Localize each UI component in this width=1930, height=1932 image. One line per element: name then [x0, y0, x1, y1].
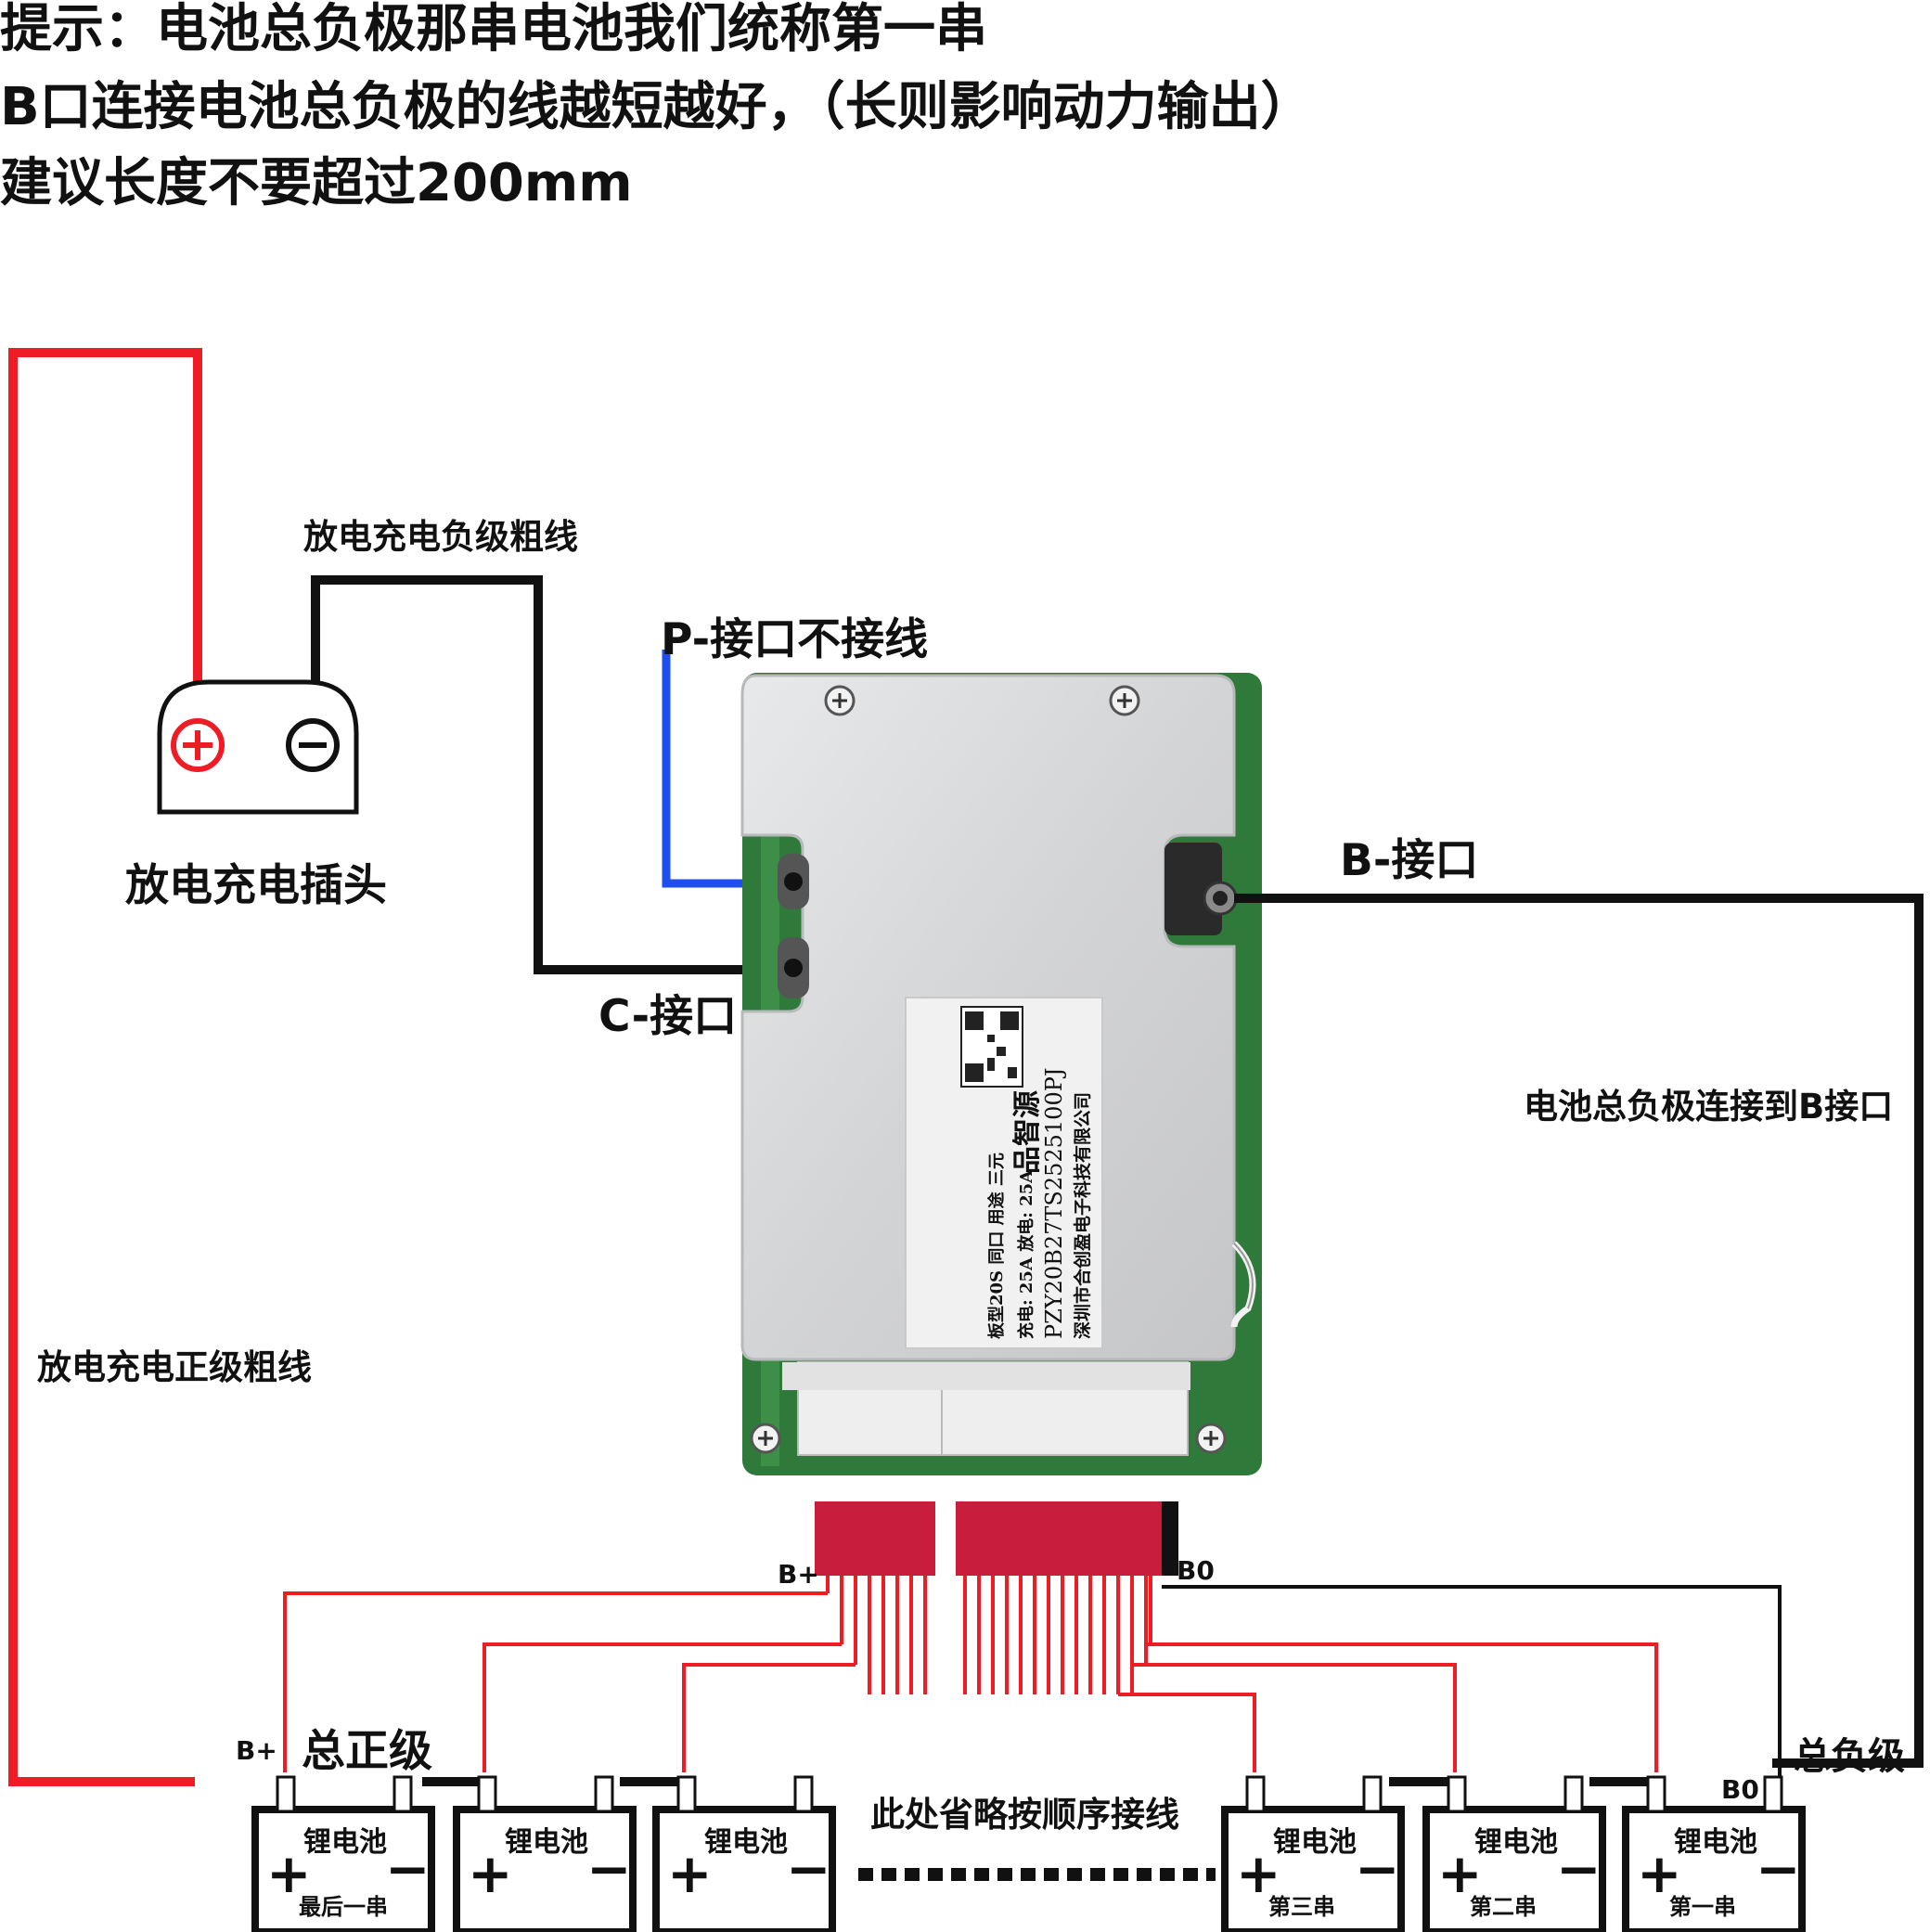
- hint-line-2: B口连接电池总负极的线越短越好，（长则影响动力输出）: [0, 77, 1313, 137]
- battery-plus: +: [667, 1842, 713, 1905]
- battery-cell-6: [1622, 1775, 1806, 1932]
- screw-icon: [750, 1423, 781, 1454]
- battery-sub: 第一串: [1669, 1894, 1736, 1920]
- battery-cell-5: [1422, 1775, 1606, 1932]
- label-b0-cell: B0: [1721, 1774, 1759, 1805]
- label-total-positive: 总正级: [302, 1726, 432, 1777]
- battery-sub: 第三串: [1268, 1894, 1335, 1920]
- negative-thick-wire: [311, 575, 793, 974]
- label-b-port: B-接口: [1340, 835, 1479, 886]
- b-port-thick-wire: [1234, 894, 1924, 1768]
- battery-minus: −: [385, 1837, 431, 1900]
- screw-icon: [824, 685, 856, 716]
- balance-wire-bundle: [815, 1501, 1178, 1576]
- battery-minus: −: [786, 1837, 831, 1900]
- sticker-line-2: 充电: 25A 放电: 25A: [1017, 1169, 1036, 1339]
- battery-cell-1: [251, 1775, 435, 1932]
- battery-minus: −: [1556, 1837, 1602, 1900]
- battery-minus: −: [1756, 1837, 1801, 1900]
- battery-title: 锂电池: [1474, 1826, 1558, 1859]
- battery-title: 锂电池: [1674, 1826, 1757, 1859]
- p-port: [778, 854, 809, 909]
- label-battery-to-b: 电池总负极连接到B接口: [1524, 1087, 1894, 1127]
- battery-title: 锂电池: [704, 1826, 788, 1859]
- b-port: [1164, 843, 1238, 935]
- c-port: [778, 937, 809, 998]
- battery-cell-3: [652, 1775, 836, 1932]
- sticker-brand: 品智源: [1011, 1090, 1044, 1174]
- label-c-port: C-接口: [598, 991, 738, 1042]
- battery-sub: 最后一串: [299, 1894, 388, 1920]
- charge-plug: [157, 679, 359, 815]
- hint-line-3: 建议长度不要超过200mm: [0, 153, 633, 213]
- sticker-line-4: 深圳市合创盈电子科技有限公司: [1073, 1091, 1093, 1339]
- label-b-plus-cell: B+: [236, 1735, 277, 1766]
- battery-title: 锂电池: [505, 1826, 588, 1859]
- battery-cell-4: [1221, 1775, 1405, 1932]
- battery-sub: 第二串: [1470, 1894, 1537, 1920]
- label-b0: B0: [1177, 1555, 1215, 1586]
- label-total-negative: 总负级: [1794, 1735, 1905, 1778]
- label-plug: 放电充电插头: [125, 860, 387, 911]
- battery-plus: +: [468, 1842, 513, 1905]
- positive-thick-wire: [8, 348, 202, 1786]
- battery-plus: +: [1236, 1842, 1281, 1905]
- label-omitted-wiring: 此处省略按顺序接线: [870, 1795, 1179, 1835]
- hint-line-1: 提示：电池总负极那串电池我们统称第一串: [0, 0, 987, 59]
- label-b-plus: B+: [778, 1559, 819, 1590]
- b0-wire: [1162, 1585, 1782, 1780]
- sense-wires: [283, 1576, 1658, 1772]
- battery-plus: +: [266, 1842, 312, 1905]
- screw-icon: [1109, 685, 1140, 716]
- sticker-line-3: PZY20B27TS2525100PJ: [1041, 1067, 1067, 1340]
- label-discharge-neg-wire: 放电充电负级粗线: [303, 517, 578, 557]
- battery-title: 锂电池: [303, 1826, 387, 1859]
- battery-title: 锂电池: [1273, 1826, 1357, 1859]
- battery-minus: −: [586, 1837, 632, 1900]
- battery-plus: +: [1637, 1842, 1682, 1905]
- sticker-line-1: 板型20S 同口 用途 三元: [987, 1153, 1007, 1339]
- label-p-port: P-接口不接线: [661, 614, 929, 665]
- battery-minus: −: [1355, 1837, 1400, 1900]
- battery-cell-2: [453, 1775, 637, 1932]
- battery-plus: +: [1437, 1842, 1483, 1905]
- label-discharge-pos-wire: 放电充电正级粗线: [37, 1347, 312, 1387]
- screw-icon: [1195, 1423, 1227, 1454]
